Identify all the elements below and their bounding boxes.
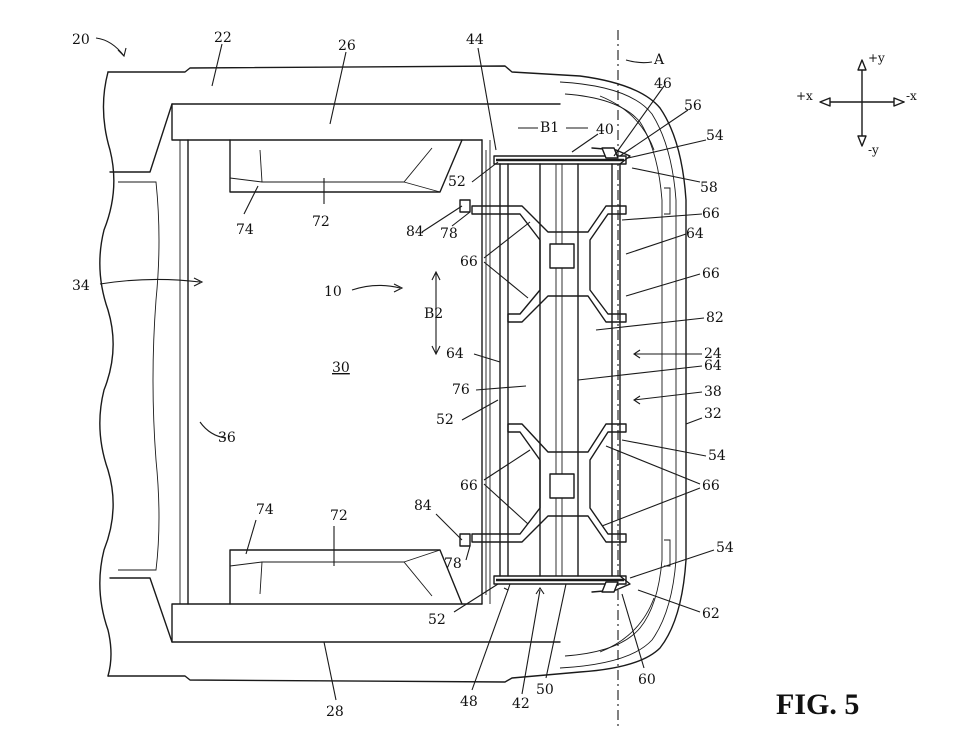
figure-caption: FIG. 5: [776, 688, 859, 721]
ref-64-c: 64: [704, 358, 722, 374]
ref-72-top: 72: [312, 214, 330, 230]
ref-20: 20: [72, 32, 90, 48]
ref-78-bottom: 78: [444, 556, 462, 572]
ref-44: 44: [466, 32, 484, 48]
direction-indicator: [819, 59, 905, 147]
ref-78-top: 78: [440, 226, 458, 242]
ref-76: 76: [452, 382, 470, 398]
ref-30: 30: [332, 360, 350, 376]
axis-minus-y: -y: [868, 143, 879, 157]
ref-48: 48: [460, 694, 478, 710]
ref-46: 46: [654, 76, 672, 92]
ref-66-a: 66: [702, 206, 720, 222]
wheel-well-covers: [229, 139, 463, 605]
ref-56: 56: [684, 98, 702, 114]
ref-24: 24: [704, 346, 722, 362]
ref-22: 22: [214, 30, 232, 46]
ref-54-bottom: 54: [716, 540, 734, 556]
ref-72-bottom: 72: [330, 508, 348, 524]
ref-52-bottom: 52: [428, 612, 446, 628]
ref-66-b: 66: [460, 254, 478, 270]
leader-lines: [95, 37, 715, 701]
bed-side-panels: [109, 103, 561, 643]
ref-84-bottom: 84: [414, 498, 432, 514]
ref-10: 10: [324, 284, 342, 300]
ref-32: 32: [704, 406, 722, 422]
ref-66-e: 66: [702, 478, 720, 494]
ref-60: 60: [638, 672, 656, 688]
ref-38: 38: [704, 384, 722, 400]
ref-74-top: 74: [236, 222, 254, 238]
ref-a: A: [653, 52, 665, 68]
ref-54-top: 54: [706, 128, 724, 144]
ref-b2: B2: [424, 306, 443, 322]
ref-36: 36: [218, 430, 236, 446]
divider-assembly: [459, 147, 631, 593]
ref-64-b: 64: [446, 346, 464, 362]
ref-50: 50: [536, 682, 554, 698]
ref-66-d: 66: [460, 478, 478, 494]
ref-74-bottom: 74: [256, 502, 274, 518]
ref-66-c: 66: [702, 266, 720, 282]
ref-34: 34: [72, 278, 90, 294]
ref-58: 58: [700, 180, 718, 196]
ref-52-top: 52: [448, 174, 466, 190]
reference-numerals: 20 22 26 44 A 46 56 40 54 B1 52 58 74 72…: [72, 30, 734, 720]
ref-28: 28: [326, 704, 344, 720]
axis-labels: +y -y +x -x: [796, 51, 917, 157]
ref-54-mid: 54: [708, 448, 726, 464]
axis-minus-x: -x: [906, 89, 917, 103]
ref-b1: B1: [540, 120, 559, 136]
ref-64-a: 64: [686, 226, 704, 242]
axis-plus-x: +x: [796, 89, 813, 103]
ref-82: 82: [706, 310, 724, 326]
ref-52-mid: 52: [436, 412, 454, 428]
ref-40: 40: [596, 122, 614, 138]
vehicle-body-outline: [99, 65, 687, 683]
ref-42: 42: [512, 696, 530, 712]
ref-62: 62: [702, 606, 720, 622]
ref-26: 26: [338, 38, 356, 54]
axis-plus-y: +y: [868, 51, 885, 65]
ref-84-top: 84: [406, 224, 424, 240]
